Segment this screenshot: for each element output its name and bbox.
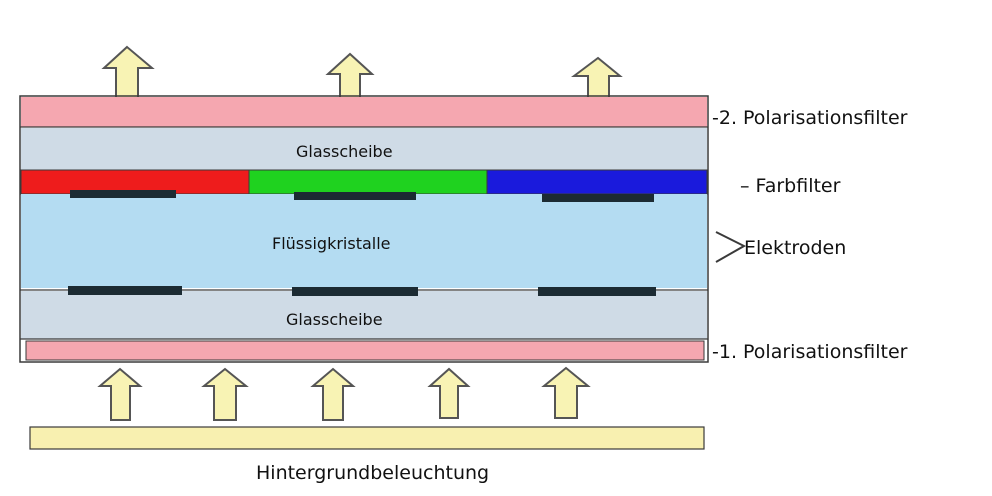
backlight-bar [29, 426, 705, 450]
electrodes-label: Elektroden [744, 237, 846, 259]
up-arrow-icon [310, 367, 356, 421]
glass-top-label: Glasscheibe [296, 142, 393, 161]
backlight-label: Hintergrundbeleuchtung [256, 462, 489, 484]
electrode [292, 287, 418, 296]
glass-bottom-layer [21, 291, 707, 339]
color-filter-blue [486, 169, 708, 195]
up-arrow-icon [97, 367, 143, 421]
electrode [294, 192, 416, 200]
up-arrow-icon [201, 367, 249, 421]
angle-bracket-icon [715, 231, 747, 263]
glass-bottom-label: Glasscheibe [286, 310, 383, 329]
electrode [70, 190, 176, 198]
electrode [68, 286, 182, 295]
polarizer-top-layer [21, 97, 707, 127]
electrode [538, 287, 656, 296]
panel-outline [19, 95, 709, 363]
up-arrow-icon [427, 367, 471, 419]
electrodes-top [70, 190, 654, 202]
polarizer-bottom-label: -1. Polarisationsfilter [712, 341, 908, 363]
up-arrow-icon [101, 45, 155, 109]
backlight-arrows [97, 366, 591, 421]
color-filter-label: – Farbfilter [740, 175, 841, 197]
liquid-crystal-label: Flüssigkristalle [272, 234, 391, 253]
up-arrow-icon [325, 52, 375, 113]
liquid-crystal-layer [21, 194, 707, 288]
polarizer-bottom-layer [25, 340, 705, 361]
electrode [542, 194, 654, 202]
glass-top-layer [21, 128, 707, 170]
color-filter-green [248, 169, 488, 195]
electrodes-bottom [68, 286, 656, 296]
polarizer-top-label: -2. Polarisationsfilter [712, 107, 908, 129]
up-arrow-icon [541, 366, 591, 419]
